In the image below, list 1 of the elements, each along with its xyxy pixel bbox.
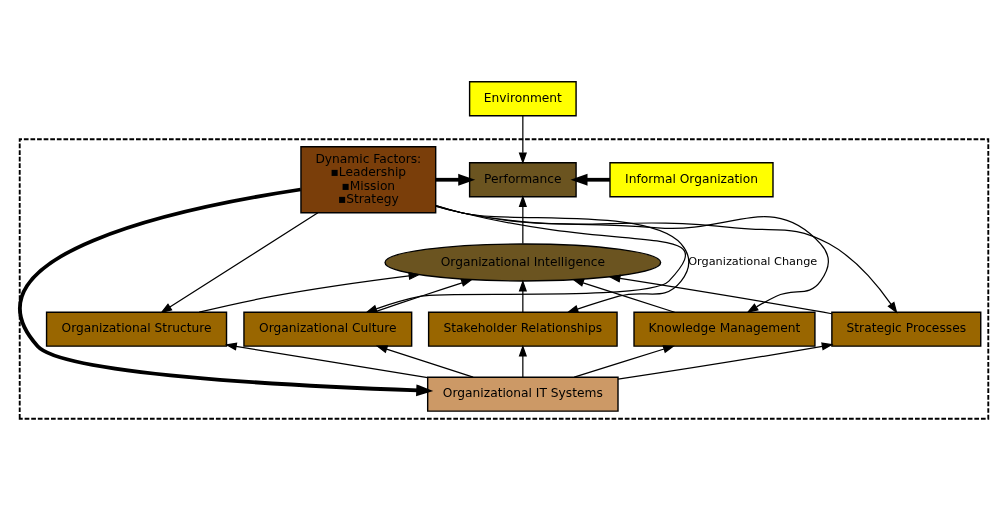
edge-label: Organizational Change xyxy=(688,255,818,269)
